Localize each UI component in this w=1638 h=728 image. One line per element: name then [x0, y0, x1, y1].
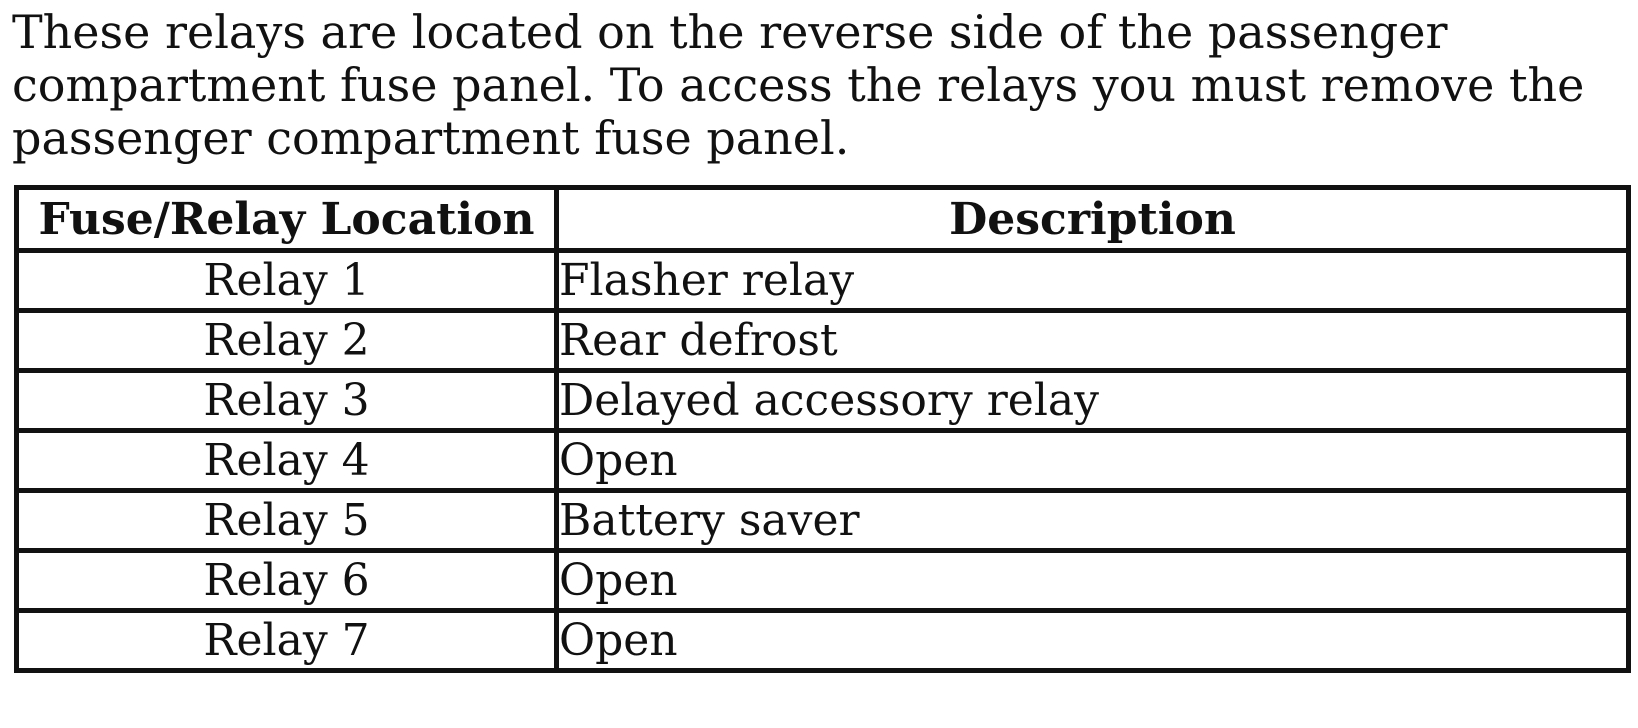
intro-line: compartment fuse panel. To access the re…	[12, 58, 1585, 112]
cell-location: Relay 6	[14, 548, 559, 613]
table-row: Relay 1 Flasher relay	[14, 248, 1631, 313]
cell-description: Open	[554, 428, 1631, 493]
table-header-row: Fuse/Relay Location Description	[14, 185, 1631, 253]
header-description: Description	[554, 185, 1631, 253]
cell-location: Relay 7	[14, 608, 559, 673]
cell-description: Open	[554, 608, 1631, 673]
table-row: Relay 4 Open	[14, 428, 1631, 493]
cell-description: Open	[554, 548, 1631, 613]
intro-line: passenger compartment fuse panel.	[12, 111, 850, 165]
table-row: Relay 3 Delayed accessory relay	[14, 368, 1631, 433]
cell-location: Relay 5	[14, 488, 559, 553]
intro-paragraph: These relays are located on the reverse …	[12, 6, 1612, 165]
table-row: Relay 5 Battery saver	[14, 488, 1631, 553]
cell-description: Delayed accessory relay	[554, 368, 1631, 433]
cell-location: Relay 2	[14, 308, 559, 373]
table-row: Relay 7 Open	[14, 608, 1631, 673]
cell-description: Rear defrost	[554, 308, 1631, 373]
cell-location: Relay 4	[14, 428, 559, 493]
relay-table: Fuse/Relay Location Description Relay 1 …	[14, 185, 1631, 673]
cell-description: Battery saver	[554, 488, 1631, 553]
cell-location: Relay 1	[14, 248, 559, 313]
intro-line: These relays are located on the reverse …	[12, 5, 1448, 59]
header-location: Fuse/Relay Location	[14, 185, 559, 253]
table-row: Relay 6 Open	[14, 548, 1631, 613]
cell-description: Flasher relay	[554, 248, 1631, 313]
cell-location: Relay 3	[14, 368, 559, 433]
table-row: Relay 2 Rear defrost	[14, 308, 1631, 373]
